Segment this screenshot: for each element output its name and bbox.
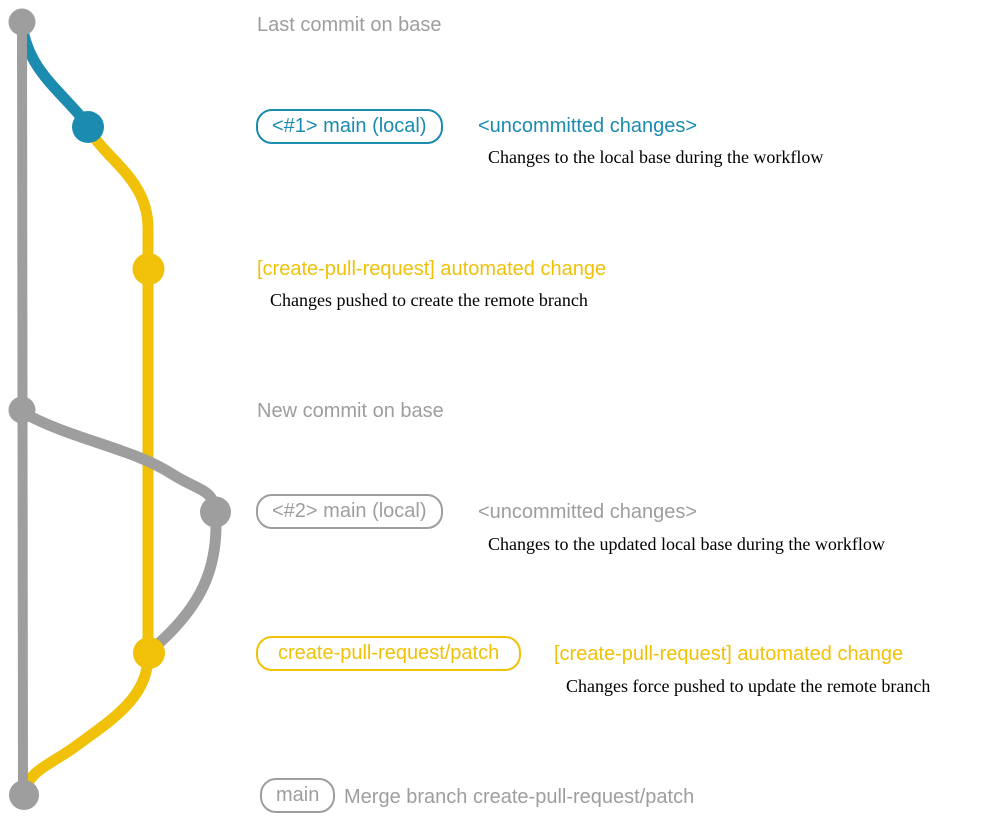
note-automated-1: Changes pushed to create the remote bran…	[270, 290, 588, 310]
caption-last-commit-on-base: Last commit on base	[257, 14, 442, 36]
commit-automated-2	[133, 637, 165, 669]
commit-local-1	[72, 111, 104, 143]
commit-message-automated-2: [create-pull-request] automated change	[554, 643, 904, 665]
commit-message-automated-1: [create-pull-request] automated change	[257, 258, 607, 280]
branch-label-main-local-2: <#2> main (local)	[256, 494, 443, 529]
commit-last-on-base	[8, 8, 36, 36]
branch-label-main: main	[260, 778, 336, 813]
local-branch-curve-1	[16, 18, 94, 131]
caption-new-commit-on-base: New commit on base	[257, 400, 444, 422]
local-branch-curve-2	[16, 406, 222, 657]
note-local-changes-2: Changes to the updated local base during…	[488, 534, 885, 554]
commit-new-on-base	[8, 396, 36, 424]
commit-message-merge: Merge branch create-pull-request/patch	[344, 786, 695, 808]
note-local-changes-1: Changes to the local base during the wor…	[488, 147, 824, 167]
pr-branch-curve	[18, 121, 154, 800]
commit-automated-1	[132, 253, 165, 285]
branch-label-create-pull-request-patch: create-pull-request/patch	[256, 636, 522, 671]
commit-message-uncommitted-1: <uncommitted changes>	[478, 115, 698, 137]
commit-message-uncommitted-2: <uncommitted changes>	[478, 501, 698, 523]
note-automated-2: Changes force pushed to update the remot…	[566, 676, 931, 696]
commit-merge	[9, 780, 39, 810]
branch-label-main-local-1: <#1> main (local)	[256, 109, 443, 144]
commit-local-2	[200, 496, 231, 528]
